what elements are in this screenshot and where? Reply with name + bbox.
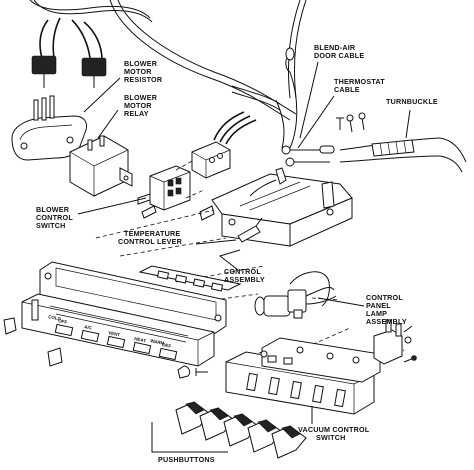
label-line: ASSEMBLY bbox=[224, 275, 265, 284]
wiring-harness bbox=[29, 0, 297, 121]
label-line: LAMP bbox=[366, 309, 387, 318]
label-line: CONTROL bbox=[36, 213, 73, 222]
label-line: CONTROL LEVER bbox=[118, 237, 183, 246]
vacuum-ports bbox=[267, 319, 413, 365]
switch-dashed-guides bbox=[175, 159, 205, 199]
label-line: MOTOR bbox=[124, 67, 152, 76]
slider-guide bbox=[138, 265, 242, 292]
leader-lines bbox=[77, 61, 411, 453]
lamp-assembly bbox=[254, 271, 337, 319]
label-line: PUSHBUTTONS bbox=[158, 455, 215, 464]
turnbuckle-assembly bbox=[339, 112, 467, 173]
label-line: BLOWER bbox=[124, 93, 158, 102]
label-line: CONTROL bbox=[366, 293, 403, 302]
pushbuttons bbox=[175, 401, 307, 459]
temperature-lever bbox=[237, 217, 263, 243]
label-turnbuckle: TURNBUCKLE bbox=[386, 97, 438, 106]
label-line: BLOWER bbox=[124, 59, 158, 68]
label-line: MOTOR bbox=[124, 101, 152, 110]
slider-knobs bbox=[3, 317, 191, 379]
blower-motor-relay bbox=[69, 135, 133, 197]
front-faceplate: COLD WARM OFF A/C VENT HEAT DEF bbox=[21, 293, 215, 367]
label-thermostat-cable: THERMOSTAT CABLE bbox=[334, 77, 385, 94]
blower-control-switch bbox=[137, 165, 191, 219]
panel-button-ac: A/C bbox=[84, 324, 93, 331]
label-blend-air-door-cable: BLEND-AIR DOOR CABLE bbox=[314, 43, 364, 60]
label-vacuum-control-switch: VACUUM CONTROL SWITCH bbox=[298, 425, 370, 442]
label-line: SWITCH bbox=[36, 221, 66, 230]
vacuum-control-switch bbox=[225, 337, 381, 415]
blower-motor-resistor bbox=[11, 95, 87, 161]
label-line: BLOWER bbox=[36, 205, 70, 214]
label-line: CABLE bbox=[334, 85, 360, 94]
label-line: RELAY bbox=[124, 109, 149, 118]
label-control-panel-lamp-assembly: CONTROL PANEL LAMP ASSEMBLY bbox=[366, 293, 407, 326]
label-temperature-control-lever: TEMPERATURE CONTROL LEVER bbox=[118, 229, 183, 246]
label-line: TEMPERATURE bbox=[124, 229, 180, 238]
panel-button-off: OFF bbox=[58, 318, 68, 325]
label-line: BLEND-AIR bbox=[314, 43, 356, 52]
label-line: CONTROL bbox=[224, 267, 261, 276]
panel-button-def: DEF bbox=[162, 342, 172, 349]
label-blower-control-switch: BLOWER CONTROL SWITCH bbox=[36, 205, 73, 230]
label-control-assembly: CONTROL ASSEMBLY bbox=[224, 267, 265, 284]
label-line: PANEL bbox=[366, 301, 391, 310]
control-assembly bbox=[199, 167, 353, 247]
label-line: ASSEMBLY bbox=[366, 317, 407, 326]
panel-warm-label: WARM bbox=[150, 338, 165, 346]
switch-connector bbox=[191, 111, 257, 179]
label-line: SWITCH bbox=[316, 433, 346, 442]
panel-button-heat: HEAT bbox=[134, 336, 147, 343]
label-blower-motor-resistor: BLOWER MOTOR RESISTOR bbox=[124, 59, 163, 84]
panel-cold-label: COLD bbox=[48, 314, 62, 322]
label-line: THERMOSTAT bbox=[334, 77, 385, 86]
panel-button-vent: VENT bbox=[108, 330, 121, 337]
label-line: DOOR CABLE bbox=[314, 51, 364, 60]
label-line: VACUUM CONTROL bbox=[298, 425, 370, 434]
label-pushbuttons: PUSHBUTTONS bbox=[158, 455, 215, 464]
label-line: TURNBUCKLE bbox=[386, 97, 438, 106]
label-blower-motor-relay: BLOWER MOTOR RELAY bbox=[124, 93, 158, 118]
screws bbox=[195, 117, 417, 376]
label-line: RESISTOR bbox=[124, 75, 163, 84]
blend-air-door-cable bbox=[275, 47, 335, 167]
harness-right bbox=[231, 0, 307, 111]
